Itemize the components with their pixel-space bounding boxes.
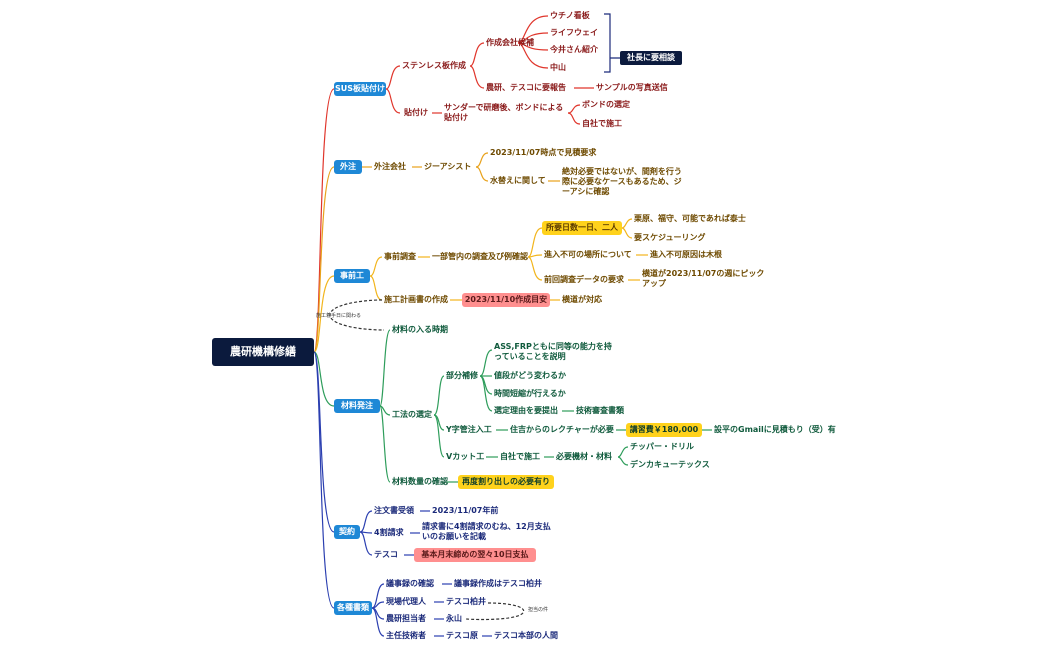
node-consult[interactable]: 社長に要相談 bbox=[620, 51, 682, 65]
node-agent-name[interactable]: テスコ柏井 bbox=[446, 597, 486, 606]
node-nouken-name[interactable]: 永山 bbox=[446, 614, 462, 623]
node-candidates[interactable]: 作成会社候補 bbox=[486, 38, 534, 47]
node-ass[interactable]: ASS,FRPともに同等の能力を持っていることを説明 bbox=[494, 342, 612, 361]
node-yokomichi[interactable]: 横道が対応 bbox=[562, 295, 602, 304]
node-noentry[interactable]: 進入不可の場所について bbox=[544, 250, 632, 259]
node-method[interactable]: 工法の選定 bbox=[392, 410, 432, 419]
node-gaichu-company[interactable]: 外注会社 bbox=[374, 162, 406, 171]
node-attach[interactable]: 貼付け bbox=[404, 108, 428, 117]
node-self[interactable]: 自社で施工 bbox=[582, 119, 622, 128]
node-split[interactable]: 4割請求 bbox=[374, 528, 404, 537]
node-c3[interactable]: 今井さん紹介 bbox=[550, 45, 598, 54]
node-minutes[interactable]: 議事録の確認 bbox=[386, 579, 434, 588]
node-tesco[interactable]: テスコ bbox=[374, 550, 398, 559]
node-split-note[interactable]: 請求書に4割請求のむね、12月支払いのお願いを記載 bbox=[422, 522, 551, 541]
node-v[interactable]: Vカット工 bbox=[446, 452, 485, 461]
node-water-note[interactable]: 絶対必要ではないが、間剤を行う際に必要なケースもあるため、ジーアシに確認 bbox=[562, 167, 682, 196]
node-steel[interactable]: ステンレス板作成 bbox=[402, 61, 466, 70]
node-reason[interactable]: 選定理由を要提出 bbox=[494, 406, 558, 415]
node-partial-survey[interactable]: 一部管内の調査及び例確認 bbox=[432, 252, 528, 261]
node-order-date[interactable]: 2023/11/07年前 bbox=[432, 506, 499, 515]
node-chief-note[interactable]: テスコ本部の人間 bbox=[494, 631, 558, 640]
node-c2[interactable]: ライフウェイ bbox=[550, 28, 598, 37]
node-v-2[interactable]: デンカキューテックス bbox=[630, 460, 710, 469]
node-prev[interactable]: 前回調査データの要求 bbox=[544, 275, 624, 284]
node-zairyo[interactable]: 材料発注 bbox=[334, 399, 380, 413]
node-shorui[interactable]: 各種書類 bbox=[334, 601, 372, 615]
node-keiyaku[interactable]: 契約 bbox=[334, 525, 360, 539]
node-plan[interactable]: 施工計画書の作成 bbox=[384, 295, 448, 304]
node-survey[interactable]: 事前調査 bbox=[384, 252, 416, 261]
node-prev-note[interactable]: 横道が2023/11/07の週にピックアップ bbox=[642, 269, 765, 288]
node-noentry-reason[interactable]: 進入不可原因は木根 bbox=[650, 250, 722, 259]
node-order[interactable]: 注文書受領 bbox=[374, 506, 414, 515]
node-gaichu[interactable]: 外注 bbox=[334, 160, 362, 174]
node-c1[interactable]: ウチノ看板 bbox=[550, 11, 590, 20]
node-y-lecture[interactable]: 住吉からのレクチャーが必要 bbox=[510, 425, 614, 434]
node-v-self[interactable]: 自社で施工 bbox=[500, 452, 540, 461]
node-c4[interactable]: 中山 bbox=[550, 63, 566, 72]
node-y-cost[interactable]: 講習費￥180,000 bbox=[626, 423, 702, 437]
node-v-need[interactable]: 必要機材・材料 bbox=[556, 452, 612, 461]
node-agent[interactable]: 現場代理人 bbox=[386, 597, 426, 606]
node-qty-note[interactable]: 再度割り出しの必要有り bbox=[458, 475, 554, 489]
node-bond[interactable]: ボンドの選定 bbox=[582, 100, 630, 109]
node-report[interactable]: 農研、テスコに要報告 bbox=[486, 83, 566, 92]
node-nouken[interactable]: 農研担当者 bbox=[386, 614, 426, 623]
node-y[interactable]: Y字管注入工 bbox=[446, 425, 492, 434]
node-jizen[interactable]: 事前工 bbox=[334, 269, 370, 283]
node-tesco-note[interactable]: 基本月末締めの翌々10日支払 bbox=[414, 548, 536, 562]
node-partial-repair[interactable]: 部分補修 bbox=[446, 371, 478, 380]
node-plan-date[interactable]: 2023/11/10作成目安 bbox=[462, 293, 550, 307]
note-link: 担当の件 bbox=[528, 607, 549, 613]
node-arrival[interactable]: 材料の入る時期 bbox=[392, 325, 448, 334]
node-minutes-note[interactable]: 議事録作成はテスコ柏井 bbox=[454, 579, 542, 588]
node-y-quote[interactable]: 設平のGmailに見積もり（受）有 bbox=[714, 425, 836, 434]
node-v-1[interactable]: チッパー・ドリル bbox=[630, 442, 694, 451]
node-water[interactable]: 水替えに関して bbox=[490, 176, 546, 185]
node-time[interactable]: 時間短縮が行えるか bbox=[494, 389, 566, 398]
node-quote[interactable]: 2023/11/07時点で見積要求 bbox=[490, 148, 597, 157]
node-gia[interactable]: ジーアシスト bbox=[424, 162, 472, 171]
node-doc[interactable]: 技術審査書類 bbox=[576, 406, 624, 415]
root-node[interactable]: 農研機構修繕 bbox=[212, 338, 314, 366]
node-chief[interactable]: 主任技術者 bbox=[386, 631, 426, 640]
node-schedule[interactable]: 要スケジューリング bbox=[634, 233, 706, 242]
node-chief-name[interactable]: テスコ原 bbox=[446, 631, 478, 640]
node-people[interactable]: 栗原、福守、可能であれば泰士 bbox=[634, 214, 746, 223]
node-sus[interactable]: SUS板貼付け bbox=[334, 82, 386, 96]
node-sander[interactable]: サンダーで研磨後、ボンドによる貼付け bbox=[444, 103, 564, 122]
note-start: 施工着手日に関わる bbox=[316, 313, 362, 319]
node-price[interactable]: 値段がどう変わるか bbox=[494, 371, 566, 380]
node-days[interactable]: 所要日数一日、二人 bbox=[542, 221, 622, 235]
node-photo[interactable]: サンプルの写真送信 bbox=[596, 83, 668, 92]
node-qty[interactable]: 材料数量の確認 bbox=[392, 477, 448, 486]
